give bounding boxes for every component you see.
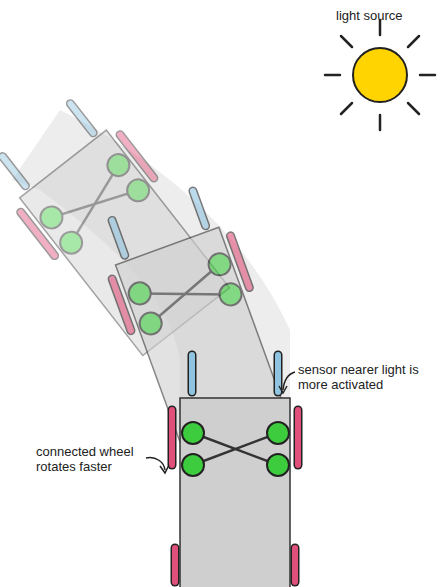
light-source-label: light source bbox=[336, 8, 436, 23]
sensor-callout: sensor nearer light is more activated bbox=[298, 362, 438, 392]
wheel-callout: connected wheel rotates faster bbox=[36, 444, 144, 474]
